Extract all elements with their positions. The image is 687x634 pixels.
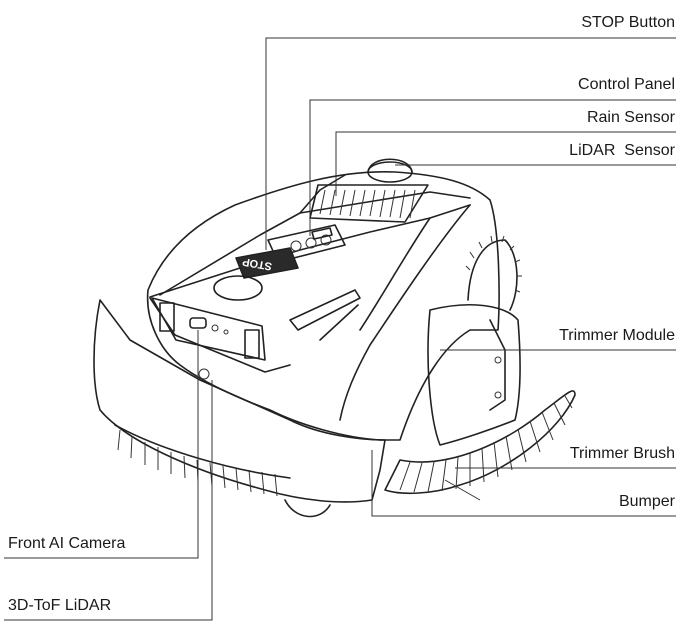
- label-trimmer-brush: Trimmer Brush: [569, 445, 675, 462]
- front-vents: [114, 424, 291, 497]
- stop-button-shape: STOP: [235, 247, 299, 279]
- label-bumper: Bumper: [618, 493, 675, 510]
- label-3d-tof-lidar: 3D-ToF LiDAR: [8, 597, 112, 614]
- stop-text: STOP: [242, 255, 273, 272]
- label-control-panel: Control Panel: [578, 76, 675, 93]
- label-trimmer-module: Trimmer Module: [559, 327, 675, 344]
- label-rain-sensor: Rain Sensor: [586, 109, 675, 126]
- rain-sensor-vents: [309, 184, 429, 223]
- leader-lines: [4, 37, 676, 621]
- label-stop-button: STOP Button: [581, 14, 675, 31]
- mower-body: STOP: [93, 158, 576, 518]
- lidar-dome: [367, 158, 413, 183]
- label-front-ai-camera: Front AI Camera: [8, 535, 126, 552]
- label-lidar-sensor: LiDAR Sensor: [569, 142, 675, 159]
- trimmer-module-shape: [427, 235, 522, 446]
- trimmer-brush-shape: [384, 390, 576, 501]
- front-sensor-block: [151, 297, 266, 380]
